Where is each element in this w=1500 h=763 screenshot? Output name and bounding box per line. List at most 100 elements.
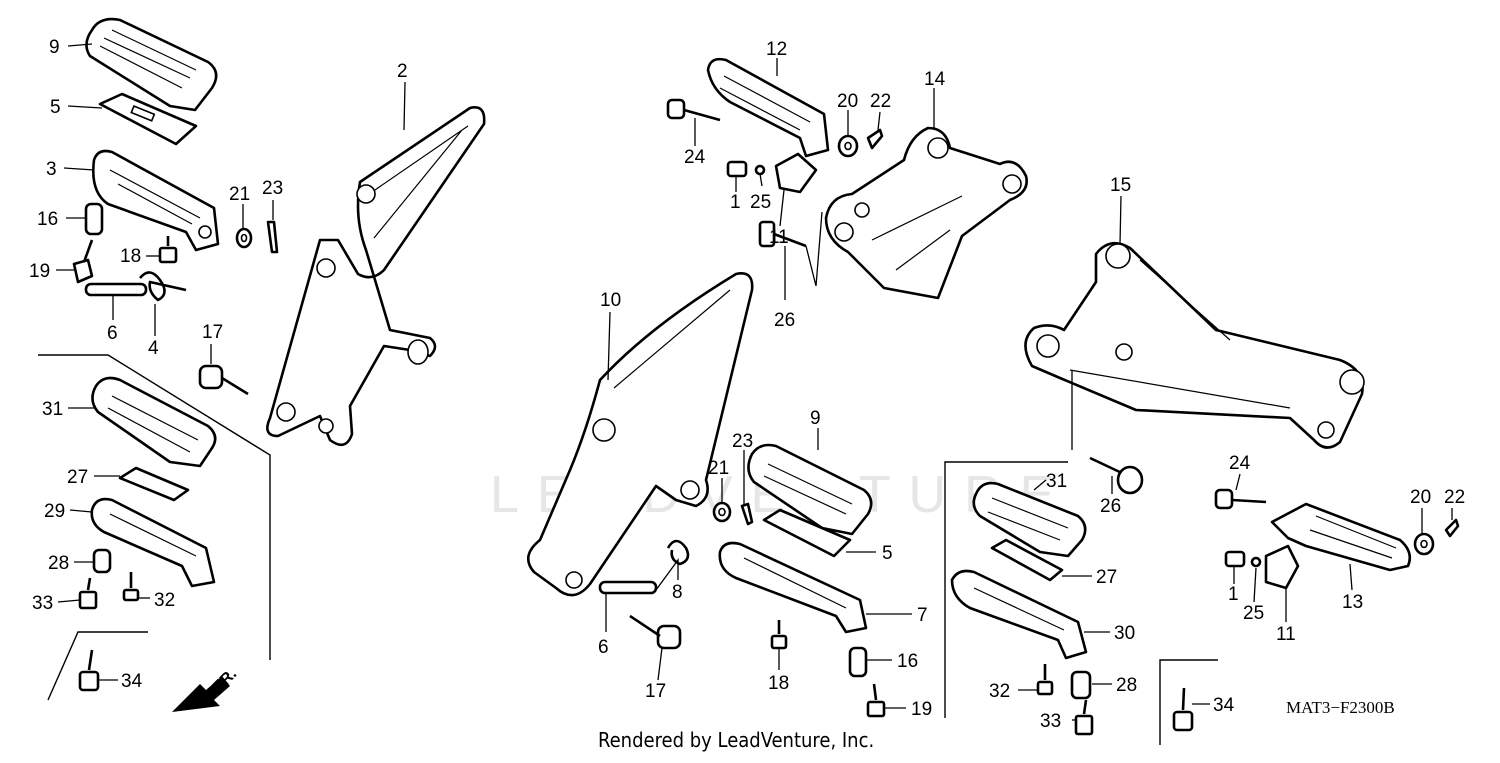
cotter-pin-part[interactable] <box>866 128 884 150</box>
callout-18: 18 <box>120 246 141 267</box>
callout-26: 26 <box>774 310 795 331</box>
spring-part[interactable] <box>139 271 187 302</box>
collar-part[interactable] <box>92 548 112 574</box>
stud-part[interactable] <box>78 649 100 692</box>
group-frame-right-stud <box>1159 659 1218 745</box>
callout-19: 19 <box>911 699 932 720</box>
footpeg-part[interactable] <box>950 569 1088 660</box>
collar-part[interactable] <box>1070 670 1092 700</box>
spring-part[interactable] <box>726 160 748 178</box>
callout-33: 33 <box>32 593 53 614</box>
spring-part[interactable] <box>666 539 690 566</box>
front-direction-arrow: FR. <box>172 666 240 712</box>
callout-33: 33 <box>1040 711 1061 732</box>
footpeg-part[interactable] <box>1270 502 1412 572</box>
bolt-part[interactable] <box>770 620 788 650</box>
bracket-part[interactable] <box>1024 241 1365 449</box>
washer-part[interactable] <box>712 501 732 523</box>
washer-part[interactable] <box>235 227 253 249</box>
callout-23: 23 <box>732 431 753 452</box>
callout-28: 28 <box>1116 675 1137 696</box>
plate-part[interactable] <box>762 508 852 558</box>
bolt-part[interactable] <box>78 577 98 610</box>
group-frame-left-lower <box>38 354 271 660</box>
bolt-part[interactable] <box>758 220 807 248</box>
callout-26: 26 <box>1100 496 1121 517</box>
callout-1: 1 <box>730 192 741 213</box>
callout-31: 31 <box>1046 471 1067 492</box>
leader-lines <box>56 43 1453 721</box>
callout-25: 25 <box>750 192 771 213</box>
bolt-part[interactable] <box>866 683 886 718</box>
callout-29: 29 <box>44 501 65 522</box>
bolt-part[interactable] <box>1074 699 1094 736</box>
footpeg-rubber-part[interactable] <box>85 17 218 112</box>
callout-27: 27 <box>1096 567 1117 588</box>
footpeg-bracket-part[interactable] <box>526 272 754 597</box>
callout-9: 9 <box>49 37 60 58</box>
cotter-pin-part[interactable] <box>266 220 279 254</box>
footpeg-rubber-part[interactable] <box>91 376 217 468</box>
diagram-code: MAT3−F2300B <box>1286 698 1395 717</box>
pin-part[interactable] <box>598 580 658 595</box>
callout-15: 15 <box>1110 175 1131 196</box>
callout-16: 16 <box>37 209 58 230</box>
callout-27: 27 <box>67 467 88 488</box>
callout-34: 34 <box>121 671 143 692</box>
bolt-part[interactable] <box>122 572 140 602</box>
callout-23: 23 <box>262 178 283 199</box>
footpeg-rubber-part[interactable] <box>747 443 873 536</box>
bolt-part[interactable] <box>198 364 249 396</box>
collar-part[interactable] <box>848 646 868 678</box>
washer-part[interactable] <box>837 134 859 158</box>
pin-part[interactable] <box>84 282 148 297</box>
cotter-pin-part[interactable] <box>740 502 754 526</box>
callout-11: 11 <box>769 227 789 248</box>
callout-5: 5 <box>882 543 893 564</box>
footpeg-part[interactable] <box>718 541 868 634</box>
ball-part[interactable] <box>1250 556 1262 568</box>
stud-part[interactable] <box>1172 687 1194 732</box>
callout-32: 32 <box>154 590 175 611</box>
callout-8: 8 <box>672 582 683 603</box>
bracket-part[interactable] <box>824 126 1028 300</box>
bolt-part[interactable] <box>629 614 682 650</box>
ball-part[interactable] <box>754 164 766 176</box>
callout-2: 2 <box>397 61 408 82</box>
callout-18: 18 <box>768 673 789 694</box>
plate-part[interactable] <box>1264 544 1300 590</box>
bolt-part[interactable] <box>1036 664 1054 696</box>
callout-17: 17 <box>202 322 223 343</box>
callout-16: 16 <box>897 651 918 672</box>
render-credit: Rendered by LeadVenture, Inc. <box>598 728 874 752</box>
plate-part[interactable] <box>118 466 190 502</box>
plate-part[interactable] <box>98 92 198 146</box>
callout-4: 4 <box>148 338 159 359</box>
bolt-part[interactable] <box>1089 456 1144 495</box>
cotter-pin-part[interactable] <box>1444 518 1460 538</box>
footpeg-bracket-part[interactable] <box>266 106 486 447</box>
plate-part[interactable] <box>990 538 1064 582</box>
callout-12: 12 <box>766 39 787 60</box>
callout-22: 22 <box>1444 487 1465 508</box>
pin-part[interactable] <box>666 98 721 122</box>
callout-25: 25 <box>1243 603 1264 624</box>
callout-5: 5 <box>50 97 61 118</box>
footpeg-part[interactable] <box>92 149 220 252</box>
bolt-part[interactable] <box>158 236 178 264</box>
callout-1: 1 <box>1228 584 1239 605</box>
bolt-part[interactable] <box>72 239 94 284</box>
callout-7: 7 <box>917 605 928 626</box>
pin-part[interactable] <box>1214 488 1267 510</box>
collar-part[interactable] <box>84 202 104 236</box>
footpeg-part[interactable] <box>90 497 216 588</box>
spring-part[interactable] <box>1224 550 1246 568</box>
washer-part[interactable] <box>1413 532 1435 556</box>
plate-part[interactable] <box>774 152 818 194</box>
footpeg-rubber-part[interactable] <box>972 481 1087 558</box>
footpeg-part[interactable] <box>706 57 830 158</box>
callout-labels: 9 5 3 16 19 18 6 4 21 23 2 17 31 27 29 2… <box>29 37 1465 732</box>
callout-11: 11 <box>1276 624 1296 645</box>
